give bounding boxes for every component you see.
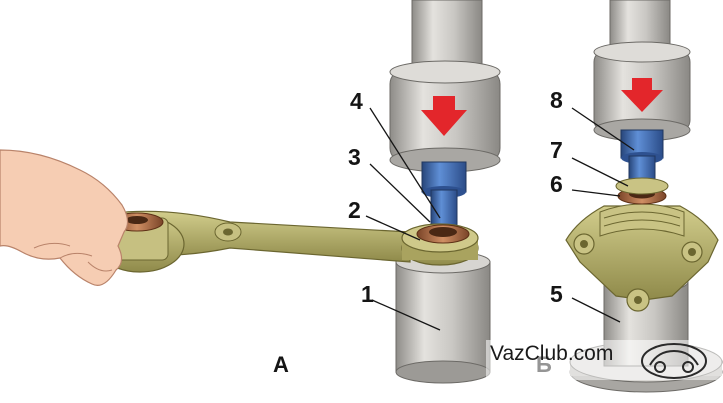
label-8: 8 [550, 87, 563, 113]
leader-lines-a [365, 107, 441, 331]
caption-a: А [273, 352, 289, 377]
watermark: VazClub.com [486, 340, 722, 380]
label-5: 5 [550, 281, 563, 307]
label-7: 7 [550, 137, 563, 163]
label-1: 1 [361, 281, 374, 307]
down-arrow-icon [421, 96, 467, 136]
mandrel-a [421, 161, 467, 229]
support-cylinder [395, 250, 491, 384]
press-ram-a [389, 0, 501, 173]
hand [0, 149, 129, 286]
press-ram-b [593, 0, 691, 142]
label-3: 3 [348, 144, 361, 170]
down-arrow-icon [621, 78, 663, 112]
part-labels: 1 2 3 4 5 6 7 8 [348, 87, 563, 307]
bracket-housing [565, 177, 719, 312]
label-6: 6 [550, 171, 563, 197]
assembly-a [0, 0, 501, 384]
leader-lines-b [571, 107, 635, 323]
label-2: 2 [348, 197, 361, 223]
label-4: 4 [350, 88, 363, 114]
assembly-b [565, 0, 723, 393]
watermark-text: VazClub.com [490, 342, 613, 365]
lever-arm [95, 210, 479, 273]
car-logo-icon [641, 343, 707, 379]
